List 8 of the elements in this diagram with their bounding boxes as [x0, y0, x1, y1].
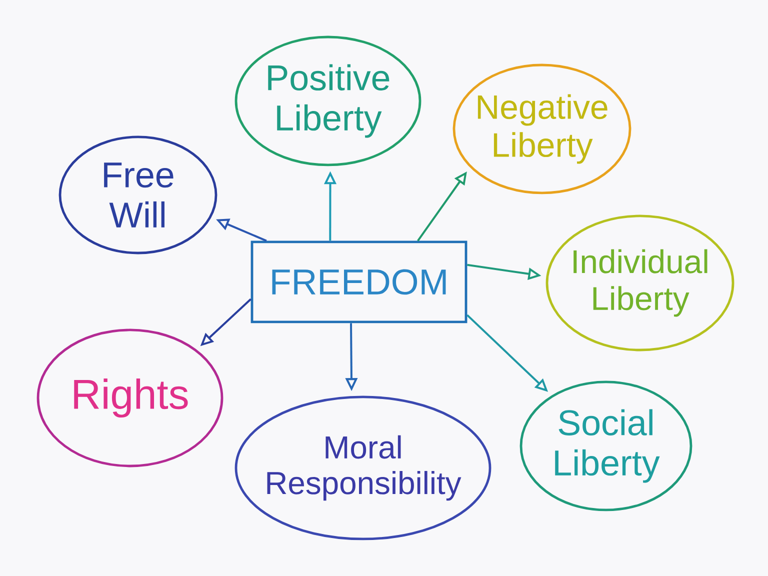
idea-bubble: Negative Liberty — [452, 64, 632, 194]
idea-bubble: Social Liberty — [520, 380, 692, 512]
idea-bubble: Free Will — [58, 136, 218, 254]
central-box: FREEDOM — [250, 240, 468, 324]
idea-bubble: Moral Responsibility — [234, 396, 492, 540]
idea-bubble: Individual Liberty — [546, 214, 734, 352]
idea-bubble: Positive Liberty — [234, 36, 422, 166]
idea-bubble: Rights — [36, 328, 224, 468]
